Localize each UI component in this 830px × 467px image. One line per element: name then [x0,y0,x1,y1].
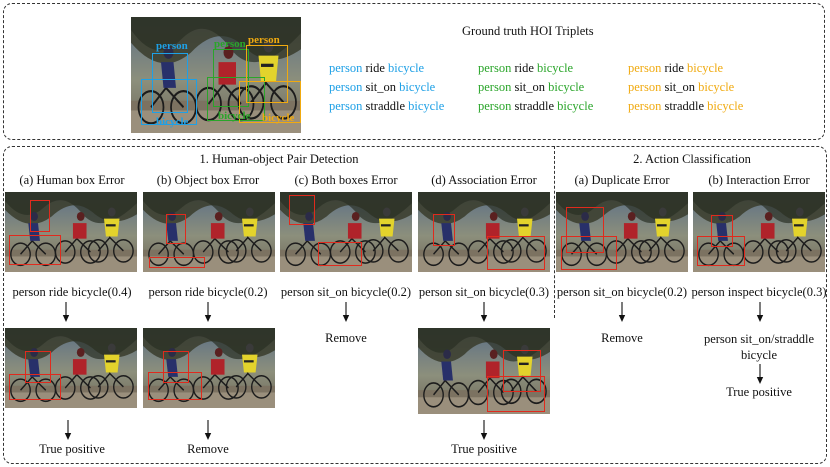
pred-person-box [166,214,186,244]
triplet-subject: person [329,99,363,113]
heading-both-boxes-error: (c) Both boxes Error [294,173,398,187]
outcome-both-boxes-error: Remove [325,331,367,345]
pred-bicycle-box [487,236,545,270]
triplet-subject: person [628,99,662,113]
triplet-subject: person [478,61,512,75]
gt-person-box-green [213,49,249,107]
gt-label-person-orange: person [248,34,280,46]
outcome-interaction-error: True positive [726,385,792,399]
triplet-verb: ride [664,61,684,75]
triplet-blue-3: person straddle bicycle [329,99,444,114]
prediction-duplicate-error: person sit_on bicycle(0.2) [556,285,688,299]
heading-object-box-error: (b) Object box Error [156,173,260,187]
outcome-object-box-error: Remove [187,442,229,456]
triplet-object: bicycle [698,80,735,94]
corrected-bicycle-box [148,372,202,400]
gt-label-bicycle-green: bicycle [218,110,251,122]
prediction-both-boxes-error: person sit_on bicycle(0.2) [280,285,412,299]
triplet-verb: straddle [365,99,406,113]
gt-label-person-blue: person [156,40,188,52]
triplet-green-3: person straddle bicycle [478,99,593,114]
outcome-association-error: True positive [451,442,517,456]
prediction-human-box-error: person ride bicycle(0.4) [12,285,132,299]
triplet-orange-1: person ride bicycle [628,61,723,76]
triplet-subject: person [329,80,363,94]
triplet-verb: ride [365,61,385,75]
heading-association-error: (d) Association Error [431,173,537,187]
gt-label-person-green: person [214,38,246,50]
pred-person-box [289,195,315,225]
detection-section-title: 1. Human-object Pair Detection [199,152,359,166]
pred-bicycle-box [9,235,61,265]
triplet-object: bicycle [388,61,425,75]
pred-person-box [711,215,733,247]
triplet-object: bicycle [548,80,585,94]
heading-duplicate-error: (a) Duplicate Error [574,173,670,187]
triplet-object: bicycle [557,99,594,113]
ground-truth-title: Ground truth HOI Triplets [462,24,594,38]
corrected-person-box [503,350,541,392]
triplet-object: bicycle [408,99,445,113]
triplet-object: bicycle [537,61,574,75]
corrected-bicycle-box [9,374,61,400]
triplet-subject: person [628,61,662,75]
classification-section-title: 2. Action Classification [633,152,751,166]
outcome-duplicate-error: Remove [601,331,643,345]
corrected-person-box [25,351,51,383]
heading-human-box-error: (a) Human box Error [19,173,125,187]
triplet-blue-1: person ride bicycle [329,61,424,76]
triplet-verb: sit_on [514,80,546,94]
triplet-green-2: person sit_on bicycle [478,80,584,95]
heading-interaction-error: (b) Interaction Error [708,173,810,187]
pred-person-box [566,207,604,253]
triplet-verb: sit_on [365,80,397,94]
triplet-subject: person [628,80,662,94]
triplet-verb: straddle [514,99,555,113]
error-analysis-panel [3,146,827,464]
gt-bicycle-box-blue [141,79,197,125]
pred-bicycle-box [318,242,362,266]
gt-person-box-blue [152,53,188,113]
pred-bicycle-box [561,236,617,270]
gt-label-bicycle-orange: bicycle [262,112,295,124]
triplet-verb: straddle [664,99,705,113]
section-divider [554,146,555,318]
triplet-green-1: person ride bicycle [478,61,573,76]
pred-person-box [433,214,455,246]
outcome-human-box-error: True positive [39,442,105,456]
corrected-person-box [163,351,189,383]
triplet-subject: person [329,61,363,75]
ground-truth-panel [3,3,825,140]
gt-person-box-orange [246,45,288,103]
gt-bicycle-box-orange [239,81,301,123]
prediction-interaction-error: person inspect bicycle(0.3) [691,285,827,299]
prediction-object-box-error: person ride bicycle(0.2) [148,285,268,299]
pred-bicycle-box [149,257,205,268]
gt-bicycle-box-green [207,77,265,121]
triplet-object: bicycle [687,61,724,75]
triplet-subject: person [478,99,512,113]
correction-interaction-line1: person sit_on/straddle [703,332,815,346]
prediction-association-error: person sit_on bicycle(0.3) [418,285,550,299]
triplet-object: bicycle [399,80,436,94]
pred-person-box [30,200,50,232]
pred-bicycle-box [697,236,745,266]
corrected-bicycle-box [487,376,545,412]
gt-label-bicycle-blue: bicycle [156,116,189,128]
correction-interaction-line2: bicycle [740,348,778,362]
triplet-blue-2: person sit_on bicycle [329,80,435,95]
triplet-subject: person [478,80,512,94]
triplet-orange-3: person straddle bicycle [628,99,743,114]
triplet-verb: ride [514,61,534,75]
triplet-verb: sit_on [664,80,696,94]
triplet-object: bicycle [707,99,744,113]
triplet-orange-2: person sit_on bicycle [628,80,734,95]
